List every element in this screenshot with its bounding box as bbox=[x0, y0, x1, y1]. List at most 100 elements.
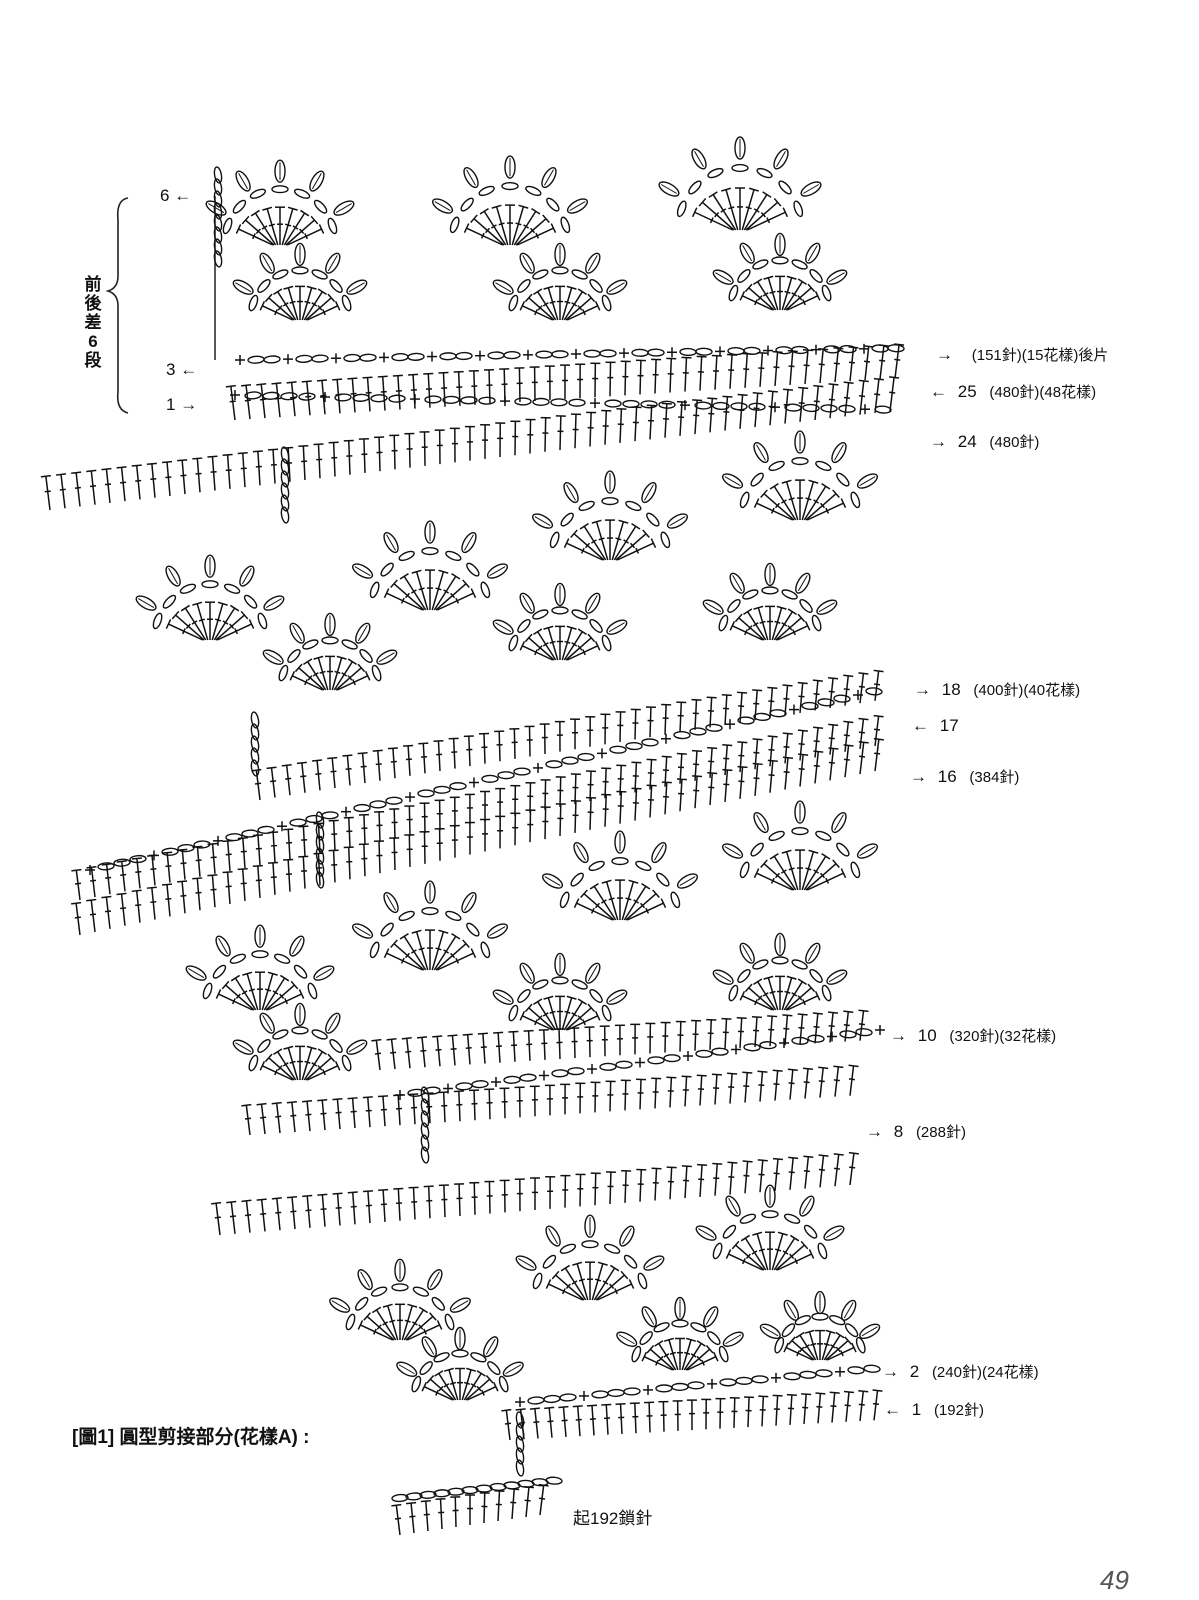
single-crochet bbox=[500, 396, 510, 407]
chain-stitch bbox=[503, 351, 521, 360]
treble-stitch bbox=[565, 1003, 596, 1031]
chain-stitch bbox=[280, 482, 290, 500]
chain-stitch bbox=[794, 1315, 811, 1326]
chain-stitch bbox=[730, 402, 748, 411]
puff-stitch bbox=[185, 965, 207, 981]
treble-stitch bbox=[570, 718, 581, 750]
treble-stitch bbox=[501, 1408, 512, 1441]
treble-stitch bbox=[434, 429, 445, 465]
treble-stitch bbox=[558, 1405, 569, 1438]
treble-stitch bbox=[399, 573, 427, 611]
treble-stitch bbox=[873, 714, 884, 747]
treble-stitch bbox=[660, 1021, 671, 1053]
chain-stitch bbox=[769, 709, 787, 718]
right-label-row-10: → 10 (320針)(32花樣) bbox=[884, 1026, 1056, 1047]
treble-stitch bbox=[362, 1190, 373, 1224]
treble-stitch bbox=[551, 1270, 585, 1301]
chain-stitch bbox=[405, 1492, 423, 1501]
treble-stitch bbox=[826, 1342, 857, 1361]
puff-stitch bbox=[309, 170, 325, 192]
chain-stitch bbox=[487, 351, 505, 360]
chain-stitch bbox=[550, 398, 568, 407]
fan-motif bbox=[135, 554, 285, 641]
chain-stitch bbox=[470, 1352, 487, 1363]
treble-stitch bbox=[343, 816, 354, 848]
treble-stitch bbox=[753, 868, 794, 891]
fan-motif bbox=[262, 612, 398, 691]
treble-stitch bbox=[773, 608, 797, 641]
chain-stitch bbox=[391, 1493, 409, 1503]
row-number: 3 bbox=[166, 360, 176, 379]
treble-stitch bbox=[226, 1200, 237, 1234]
treble-stitch bbox=[268, 831, 279, 863]
chain-stitch bbox=[248, 294, 259, 312]
treble-stitch bbox=[313, 443, 324, 479]
treble-stitch bbox=[540, 806, 551, 840]
chain-stitch bbox=[391, 1283, 409, 1292]
treble-stitch bbox=[795, 849, 805, 890]
treble-stitch bbox=[255, 971, 265, 1010]
treble-stitch bbox=[739, 290, 774, 311]
puff-stitch bbox=[502, 1361, 524, 1377]
treble-stitch bbox=[411, 929, 429, 971]
treble-stitch bbox=[798, 753, 809, 787]
treble-stitch bbox=[757, 1070, 768, 1102]
treble-stitch bbox=[171, 610, 205, 641]
chain-stitch bbox=[815, 460, 832, 472]
treble-stitch bbox=[331, 655, 347, 691]
puff-stitch bbox=[351, 563, 374, 579]
single-crochet bbox=[491, 1077, 501, 1087]
puff-stitch bbox=[794, 430, 806, 454]
treble-stitch bbox=[161, 460, 173, 496]
puff-stitch bbox=[333, 200, 355, 216]
puff-stitch bbox=[254, 924, 266, 948]
treble-stitch bbox=[55, 473, 67, 509]
chain-stitch bbox=[497, 771, 515, 780]
puff-stitch bbox=[531, 513, 554, 529]
treble-stitch bbox=[715, 1397, 726, 1429]
puff-stitch bbox=[725, 1195, 741, 1217]
treble-stitch bbox=[283, 209, 310, 246]
front-back-difference-note: 前 後 差 6 段 bbox=[80, 275, 106, 370]
chain-stitch bbox=[272, 1029, 289, 1040]
stitch-rows bbox=[40, 343, 905, 1536]
single-crochet bbox=[149, 850, 159, 861]
treble-stitch bbox=[256, 1198, 267, 1232]
arrow-right-icon: → bbox=[866, 1122, 883, 1141]
single-crochet bbox=[643, 1384, 653, 1395]
chain-stitch bbox=[513, 767, 531, 776]
treble-stitch bbox=[736, 1016, 747, 1049]
puff-stitch bbox=[383, 891, 399, 914]
right-label-row-24: → 24 (480針) bbox=[924, 432, 1039, 453]
treble-stitch bbox=[71, 471, 82, 507]
treble-stitch bbox=[691, 698, 702, 730]
chain-stitch bbox=[243, 594, 258, 609]
treble-stitch bbox=[533, 288, 557, 321]
treble-stitch bbox=[419, 831, 430, 864]
left-label-row-6: 6 ← bbox=[160, 186, 191, 206]
chain-stitch bbox=[756, 167, 773, 179]
chain-stitch bbox=[695, 1049, 713, 1058]
row-number: 25 bbox=[957, 382, 977, 401]
chain-stitch bbox=[850, 491, 861, 509]
treble-stitch bbox=[295, 1045, 305, 1080]
chain-stitch bbox=[525, 185, 542, 197]
chain-stitch bbox=[793, 200, 804, 218]
chain-stitch bbox=[689, 727, 707, 736]
treble-stitch bbox=[465, 1374, 494, 1401]
puff-stitch bbox=[753, 441, 769, 464]
treble-stitch bbox=[363, 1312, 395, 1341]
treble-stitch bbox=[545, 1176, 556, 1209]
chain-stitch bbox=[247, 355, 265, 364]
treble-stitch bbox=[509, 728, 520, 759]
chain-stitch bbox=[315, 823, 325, 841]
treble-stitch bbox=[406, 1320, 443, 1341]
puff-stitch bbox=[235, 170, 251, 192]
row-number: 18 bbox=[941, 680, 961, 699]
treble-stitch bbox=[275, 206, 285, 245]
single-crochet bbox=[587, 1064, 597, 1074]
puff-stitch bbox=[355, 622, 371, 644]
chain-stitch bbox=[201, 580, 219, 589]
chain-stitch bbox=[161, 847, 179, 856]
treble-stitch bbox=[477, 1032, 488, 1064]
